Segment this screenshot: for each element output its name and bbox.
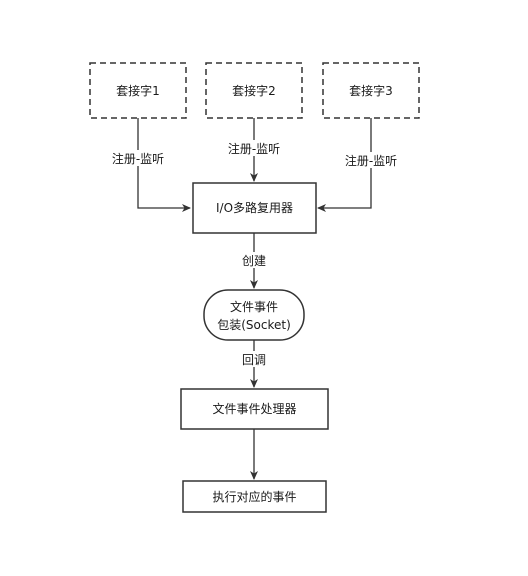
file-event-node: 文件事件 包装(Socket) [203,289,305,341]
register-edge-1-label: 注册-监听 [112,151,164,166]
register-edge-2: 注册-监听 [222,118,286,182]
io-multiplexer-label: I/O多路复用器 [216,200,293,215]
file-event-label-line2: 包装(Socket) [217,318,291,332]
socket-2-label: 套接字2 [232,83,276,98]
socket-3-label: 套接字3 [349,83,393,98]
create-edge: 创建 [240,233,268,289]
callback-edge: 回调 [240,340,268,388]
execute-event-node: 执行对应的事件 [182,480,327,513]
socket-1-label: 套接字1 [116,83,160,98]
file-event-label-line1: 文件事件 [230,299,278,314]
create-edge-label: 创建 [242,254,266,268]
register-edge-3: 注册-监听 [317,118,403,212]
socket-3-node: 套接字3 [322,62,420,119]
execute-event-label: 执行对应的事件 [212,489,296,504]
register-edge-2-label: 注册-监听 [228,141,280,156]
io-multiplexer-node: I/O多路复用器 [192,182,317,234]
register-edge-1: 注册-监听 [106,118,191,212]
register-edge-3-label: 注册-监听 [345,153,397,168]
socket-2-node: 套接字2 [205,62,303,119]
file-event-handler-label: 文件事件处理器 [212,401,296,416]
file-event-handler-node: 文件事件处理器 [180,388,329,430]
callback-edge-label: 回调 [242,353,266,367]
socket-1-node: 套接字1 [89,62,187,119]
